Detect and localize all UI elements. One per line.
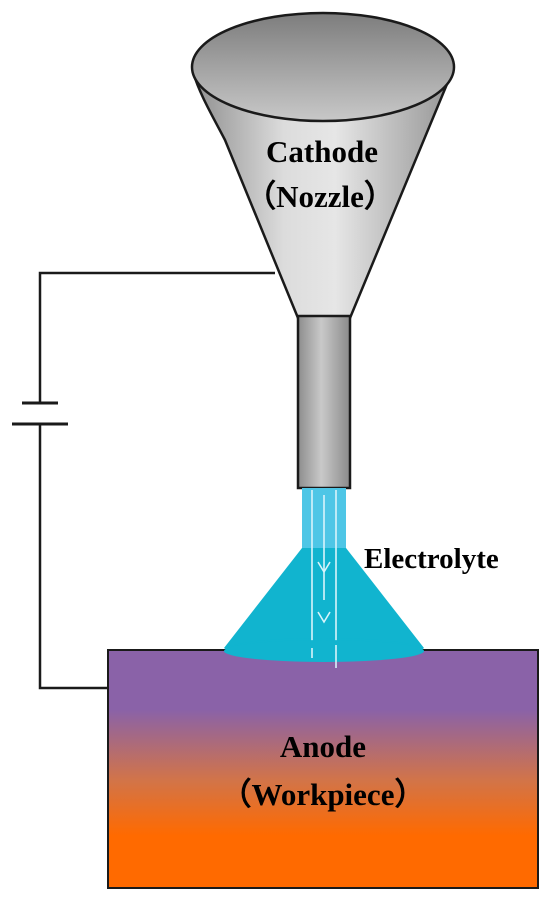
flow-lines [311, 490, 337, 668]
circuit-wire [38, 271, 275, 690]
electrolyte-contact [224, 640, 424, 662]
cathode-sublabel: （Nozzle） [245, 179, 395, 214]
flow-arrow-lower [317, 611, 331, 624]
flow-arrow-upper [317, 561, 331, 574]
battery-symbol [12, 401, 68, 426]
cathode-nozzle [190, 11, 456, 490]
wire-to-anode [38, 424, 108, 690]
cathode-label: Cathode [266, 134, 378, 169]
anode-label: Anode [280, 729, 366, 764]
nozzle-rim [190, 11, 456, 123]
anode-sublabel: （Workpiece） [221, 777, 426, 812]
electrolyte-cone [224, 548, 424, 662]
anode-workpiece [107, 649, 539, 889]
electrolyte-label: Electrolyte [364, 543, 499, 575]
nozzle-tube [296, 314, 352, 490]
wire-to-cathode [38, 271, 275, 403]
